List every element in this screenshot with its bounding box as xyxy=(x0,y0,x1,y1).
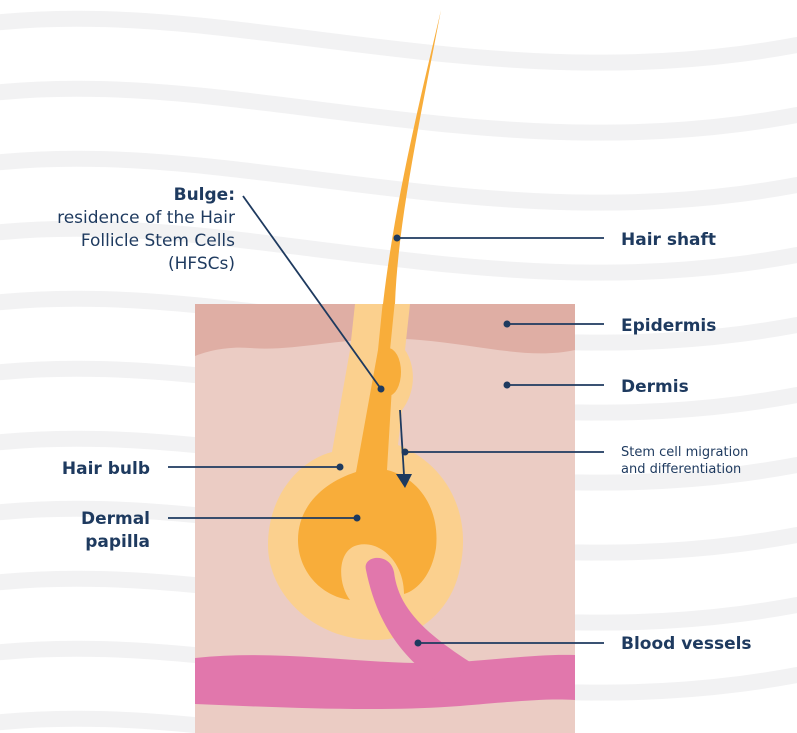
epidermis-dot xyxy=(504,321,511,328)
blood-vessel-dot xyxy=(415,640,422,647)
papilla-dot xyxy=(354,515,361,522)
epidermis-label: Epidermis xyxy=(621,315,716,337)
dermal-papilla-label-line2: papilla xyxy=(0,531,150,553)
dermal-papilla-label-line1: Dermal xyxy=(0,508,150,530)
hair-bulb-dot xyxy=(337,464,344,471)
blood-vessels-label: Blood vessels xyxy=(621,633,752,655)
hair-shaft-label: Hair shaft xyxy=(621,229,716,251)
hair-shaft-dot xyxy=(394,235,401,242)
bulge-description-line3: (HFSCs) xyxy=(0,253,235,275)
blood-vessel-band xyxy=(195,655,575,709)
hair-bulb-label: Hair bulb xyxy=(0,458,150,480)
dermis-dot xyxy=(504,382,511,389)
stem-cell-label-line1: Stem cell migration xyxy=(621,444,748,461)
stem-cell-label-line2: and differentiation xyxy=(621,461,741,478)
bulge-dot xyxy=(378,386,385,393)
dermis-label: Dermis xyxy=(621,376,689,398)
bulge-description-line2: Follicle Stem Cells xyxy=(0,230,235,252)
bulge-title: Bulge: xyxy=(60,184,235,206)
stem-cell-dot xyxy=(402,449,409,456)
bulge-description-line1: residence of the Hair xyxy=(0,207,235,229)
